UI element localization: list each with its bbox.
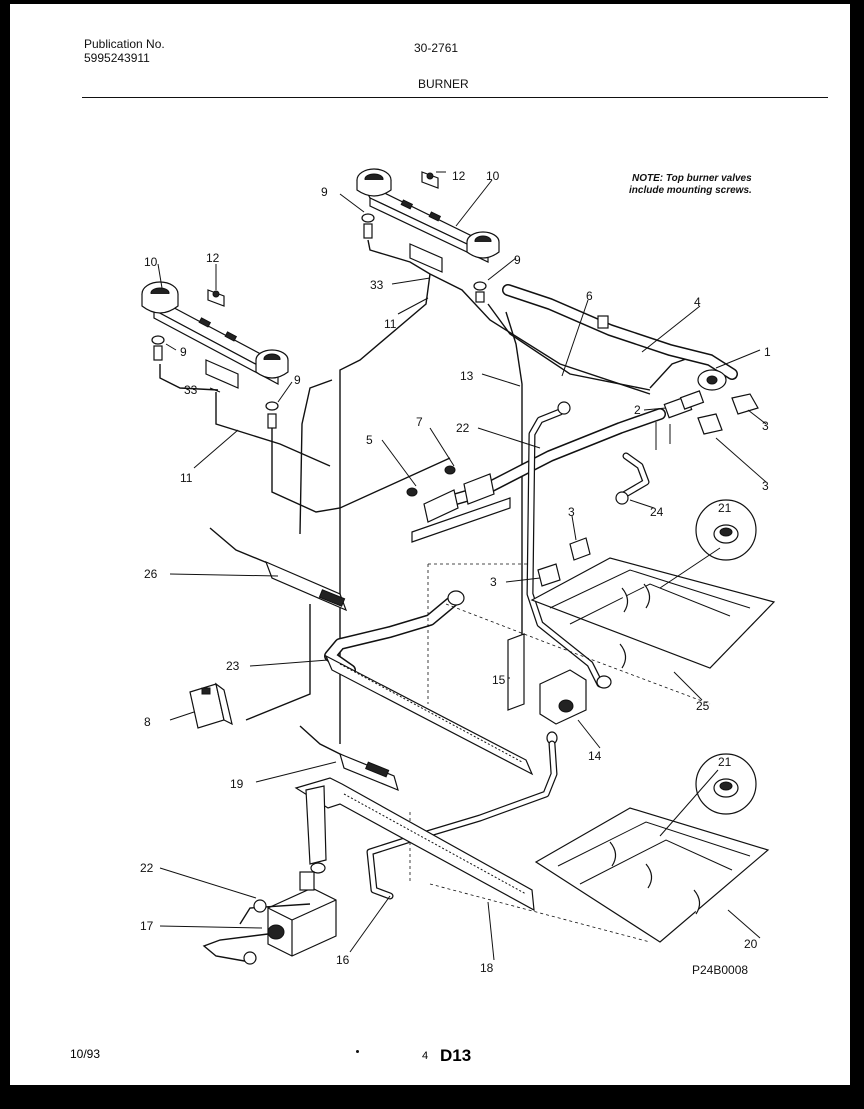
callout-16: 16 [336,953,350,967]
footer-page-number: 4 [422,1050,429,1062]
footer-date: 10/93 [70,1047,101,1061]
diagram-code: P24B0008 [692,963,748,977]
front-burner-bracket [207,289,225,307]
orifice-spuds [151,213,487,429]
callout-3: 3 [762,419,769,433]
callout-26: 26 [144,567,158,581]
callout-1: 1 [764,345,771,359]
publication-label: Publication No. [84,37,165,51]
callout-8: 8 [144,715,151,729]
callout-23: 23 [226,659,240,673]
oven-burner [294,777,535,912]
terminal-block [189,682,233,729]
burner-shield-lower [534,807,770,943]
callout-10: 10 [144,255,158,269]
callout-33: 33 [184,383,198,397]
oven-safety-valve [366,669,587,900]
document-code: 30-2761 [414,41,459,55]
publication-number: 5995243911 [84,51,150,65]
burner-tubing [159,239,701,744]
footer-page-code: D13 [440,1046,472,1065]
mounting-clips [537,537,591,587]
mounting-bracket [507,633,525,711]
callout-33: 33 [370,278,384,292]
callout-9: 9 [514,253,521,267]
rear-valves [655,390,759,450]
spark-igniter-upper [209,527,348,721]
leader-lines [157,171,767,961]
parts-sheet: Publication No. 5995243911 30-2761 BURNE… [10,4,850,1085]
callout-12: 12 [206,251,220,265]
callout-11: 11 [180,471,193,485]
callout-17: 17 [140,919,154,933]
burner-shield-rear [530,557,776,669]
callout-21: 21 [718,755,732,769]
note-line-2: include mounting screws. [629,185,752,196]
callout-25: 25 [696,699,710,713]
burner-grommet-lower [695,753,757,815]
broiler-burner [324,590,534,776]
callout-3: 3 [762,479,769,493]
header-rule [82,97,828,98]
callout-5: 5 [366,433,373,447]
callout-labels: 12 10 9 9 33 11 6 4 1 10 12 9 9 33 11 13… [140,169,771,975]
callout-9: 9 [180,345,187,359]
callout-11: 11 [384,317,397,331]
callout-22: 22 [456,421,470,435]
callout-3: 3 [490,575,497,589]
callout-6: 6 [586,289,593,303]
callout-18: 18 [480,961,494,975]
callout-21: 21 [718,501,732,515]
oven-thermostat [202,871,337,965]
callout-4: 4 [694,295,701,309]
callout-12: 12 [452,169,466,183]
callout-15: 15 [492,673,506,687]
rear-burner-bracket [421,171,439,189]
callout-24: 24 [650,505,664,519]
front-burner-assembly [141,281,289,389]
footer-mark [356,1050,359,1053]
rear-burner-assembly [356,168,500,273]
callout-20: 20 [744,937,758,951]
callout-9: 9 [321,185,328,199]
section-title: BURNER [418,77,469,91]
callout-7: 7 [416,415,423,429]
callout-3: 3 [568,505,575,519]
front-valves [406,465,511,543]
callout-19: 19 [230,777,244,791]
note-line-1: NOTE: Top burner valves [632,173,752,184]
callout-9: 9 [294,373,301,387]
callout-10: 10 [486,169,500,183]
top-manifold [502,284,738,391]
callout-22: 22 [140,861,154,875]
callout-13: 13 [460,369,474,383]
burner-exploded-diagram: NOTE: Top burner valves include mounting… [140,168,776,977]
spark-igniter-lower [299,725,399,792]
burner-grommet-rear [695,499,757,561]
callout-2: 2 [634,403,641,417]
callout-14: 14 [588,749,602,763]
